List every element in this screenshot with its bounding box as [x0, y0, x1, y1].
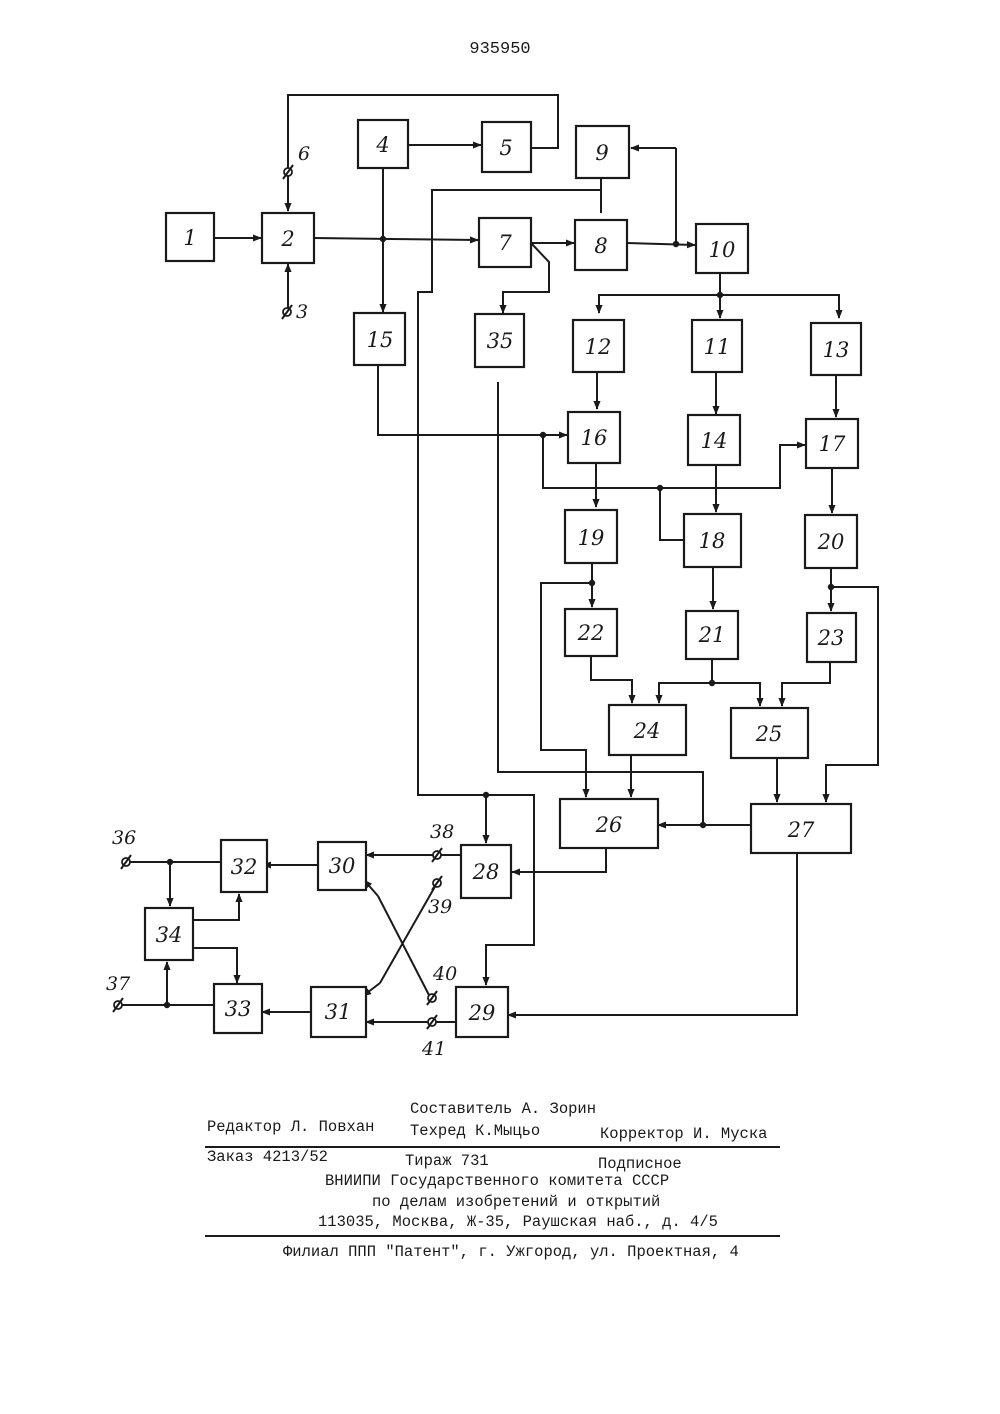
circulation: Тираж 731 [405, 1152, 489, 1170]
terminal-37: 37 [106, 973, 131, 1012]
block-22-label: 22 [577, 621, 605, 645]
block-22: 22 [565, 609, 617, 656]
block-15: 15 [354, 313, 405, 365]
branch: Филиал ППП "Патент", г. Ужгород, ул. Про… [283, 1243, 739, 1261]
block-31-label: 31 [325, 1000, 352, 1024]
block-16-label: 16 [581, 426, 608, 450]
compiler: Составитель А. Зорин [410, 1100, 596, 1118]
block-7: 7 [479, 218, 531, 267]
terminal-38-label: 38 [430, 821, 454, 843]
block-7-label: 7 [498, 231, 512, 255]
block-24-label: 24 [633, 719, 661, 743]
order: Заказ 4213/52 [207, 1148, 328, 1166]
block-18-label: 18 [699, 529, 726, 553]
block-33-label: 33 [225, 997, 252, 1021]
block-31: 31 [311, 987, 366, 1037]
block-23: 23 [807, 613, 856, 662]
terminal-36-label: 36 [112, 827, 136, 849]
block-24: 24 [609, 705, 686, 755]
org-line-1: ВНИИПИ Государственного комитета СССР [325, 1172, 669, 1190]
block-13-label: 13 [823, 338, 850, 362]
terminal-3-label: 3 [296, 301, 308, 323]
block-1: 1 [166, 213, 214, 261]
block-17: 17 [806, 419, 858, 468]
block-19: 19 [565, 510, 617, 563]
editor: Редактор Л. Повхан [207, 1118, 374, 1136]
block-12-label: 12 [585, 335, 612, 359]
block-21-label: 21 [698, 623, 726, 647]
terminal-40-label: 40 [432, 963, 457, 985]
block-35-label: 35 [487, 329, 514, 353]
block-21: 21 [686, 611, 738, 659]
block-19-label: 19 [578, 526, 605, 550]
block-5: 5 [482, 122, 531, 172]
block-28-label: 28 [472, 860, 500, 884]
divider-bottom [205, 1235, 780, 1237]
block-4-label: 4 [375, 133, 389, 157]
block-8-label: 8 [594, 234, 607, 258]
block-30-label: 30 [329, 854, 356, 878]
block-11-label: 11 [704, 335, 731, 359]
block-25-label: 25 [755, 722, 783, 746]
block-35: 35 [475, 314, 524, 367]
block-27-label: 27 [787, 818, 815, 842]
block-20: 20 [805, 515, 857, 568]
block-26: 26 [560, 799, 658, 848]
block-4: 4 [358, 120, 408, 168]
block-13: 13 [811, 323, 861, 375]
block-28: 28 [461, 845, 511, 898]
block-17-label: 17 [819, 432, 846, 456]
block-29-label: 29 [468, 1001, 496, 1025]
terminal-39-label: 39 [428, 896, 452, 918]
terminal-40: 40 [427, 963, 457, 1005]
block-30: 30 [318, 842, 366, 890]
block-16: 16 [568, 412, 620, 463]
block-9-label: 9 [595, 141, 608, 165]
block-27: 27 [751, 804, 851, 853]
terminal-3: 3 [282, 301, 308, 323]
techred: Техред К.Мыцьо [410, 1122, 540, 1140]
subscription: Подписное [598, 1155, 682, 1173]
address: 113035, Москва, Ж-35, Раушская наб., д. … [318, 1213, 718, 1231]
block-26-label: 26 [595, 813, 623, 837]
org-line-2: по делам изобретений и открытий [372, 1193, 660, 1211]
block-32: 32 [221, 840, 267, 892]
block-34-label: 34 [156, 923, 183, 947]
block-15-label: 15 [367, 328, 394, 352]
block-10: 10 [696, 224, 748, 273]
block-2: 2 [262, 213, 314, 263]
block-1-label: 1 [183, 226, 196, 250]
block-9: 9 [576, 126, 629, 178]
block-34: 34 [145, 908, 193, 960]
block-5-label: 5 [499, 136, 512, 160]
block-18: 18 [684, 514, 741, 567]
corrector: Корректор И. Муска [600, 1125, 767, 1143]
block-32-label: 32 [231, 855, 258, 879]
block-2-label: 2 [280, 227, 294, 251]
block-14-label: 14 [701, 429, 728, 453]
block-11: 11 [692, 320, 742, 372]
block-25: 25 [731, 708, 808, 758]
block-14: 14 [688, 415, 740, 465]
block-29: 29 [456, 987, 508, 1037]
terminal-6-label: 6 [298, 143, 310, 165]
terminal-41-label: 41 [421, 1038, 446, 1060]
terminal-39: 39 [428, 876, 452, 918]
terminal-37-label: 37 [106, 973, 131, 995]
block-20-label: 20 [817, 530, 845, 554]
block-8: 8 [575, 220, 627, 270]
block-33: 33 [214, 984, 262, 1033]
block-23-label: 23 [817, 626, 845, 650]
block-10-label: 10 [709, 238, 736, 262]
block-12: 12 [573, 320, 624, 372]
